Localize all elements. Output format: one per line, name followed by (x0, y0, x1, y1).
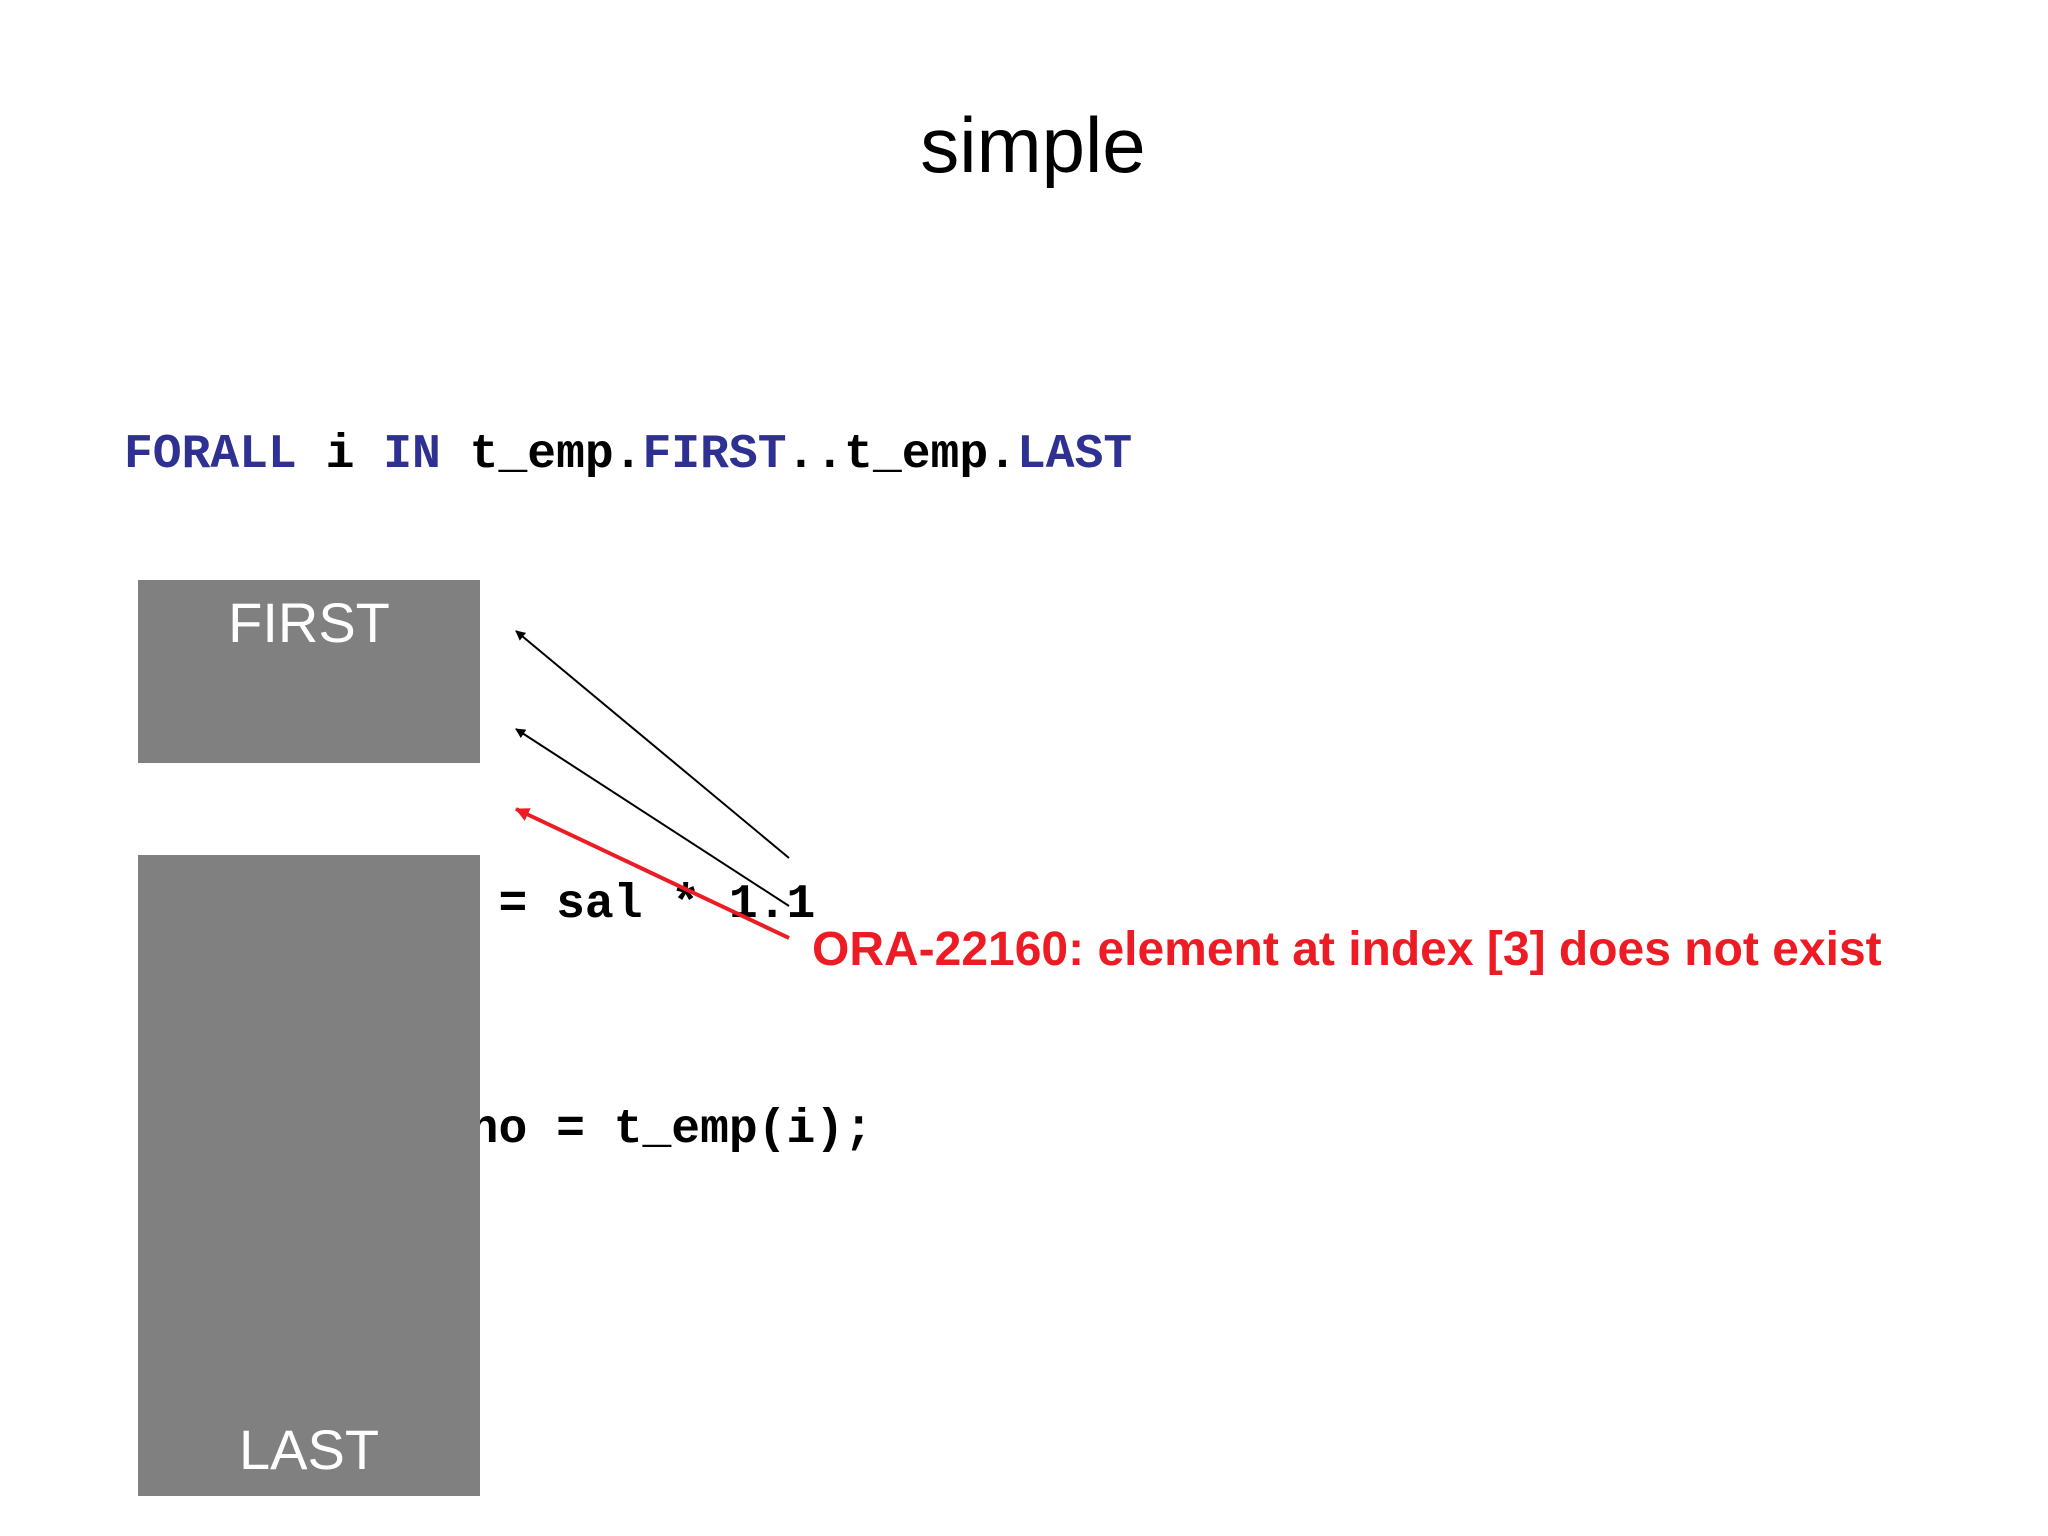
collection-block-first: FIRST (138, 580, 480, 763)
code-keyword: FIRST (642, 428, 787, 482)
arrow-to-index-2 (515, 728, 790, 907)
collection-block-last: LAST (138, 855, 480, 1496)
code-text: t_emp. (440, 428, 643, 482)
last-label: LAST (238, 1418, 380, 1481)
slide-title: simple (920, 101, 1146, 189)
code-keyword: FORALL (124, 428, 297, 482)
arrow-to-index-1 (515, 630, 790, 859)
code-keyword: IN (383, 428, 441, 482)
error-message: ORA-22160: element at index [3] does not… (812, 923, 1882, 976)
code-keyword: LAST (1016, 428, 1133, 482)
first-label: FIRST (228, 591, 390, 654)
arrow-to-index-3-error (515, 807, 790, 940)
code-text: i (296, 428, 384, 482)
code-text: ..t_emp. (786, 428, 1017, 482)
code-line-1: FORALL i IN t_emp.FIRST..t_emp.LAST (124, 418, 1132, 493)
